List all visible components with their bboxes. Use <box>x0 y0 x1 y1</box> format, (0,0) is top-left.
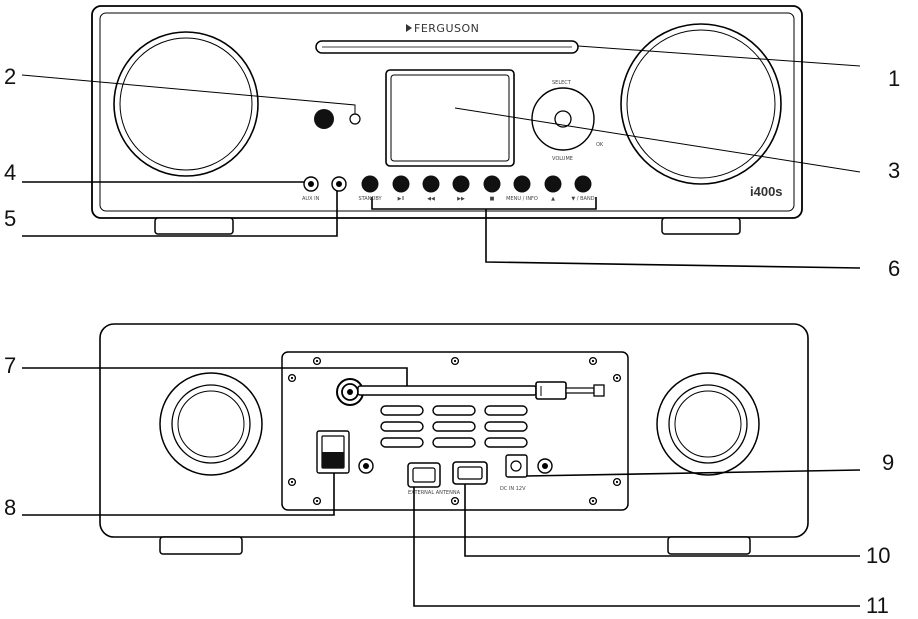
vent-slot <box>432 421 476 432</box>
back-foot-left <box>159 536 243 555</box>
callout-label-9: 9 <box>882 450 894 475</box>
model-label: i400s <box>750 184 783 199</box>
back-knob-right <box>537 458 553 474</box>
vent-slot <box>380 421 424 432</box>
screw <box>612 477 622 487</box>
vent-slot <box>432 405 476 416</box>
back-port-right <box>656 372 760 476</box>
control-button-label: ■ <box>490 196 495 202</box>
control-button-label: MENU / INFO <box>506 196 538 202</box>
front-foot-right <box>661 217 741 235</box>
control-buttons: STANDBY ▶II ◀◀ ▶▶ ■ MENU / INFO ▲ ▼ / BAND <box>358 175 595 202</box>
callout-label-7: 7 <box>4 353 16 378</box>
external-antenna-socket: EXTERNAL ANTENNA <box>407 462 461 496</box>
screw <box>287 477 297 487</box>
control-button-label: ▶II <box>398 196 405 202</box>
callout-numbers: 1 2 3 4 5 6 7 8 9 10 11 <box>4 64 900 618</box>
back-foot-right <box>667 536 751 555</box>
screw <box>312 496 322 506</box>
dc-in-label: DC IN 12V <box>500 486 526 492</box>
control-button-label: STANDBY <box>358 196 382 202</box>
back-view: EXTERNAL ANTENNA DC IN 12V <box>99 323 809 555</box>
screw <box>312 356 322 366</box>
callout-label-1: 1 <box>888 66 900 91</box>
control-button: ▼ / BAND <box>571 175 595 202</box>
vent-slot <box>432 437 476 448</box>
vent-slot <box>484 405 528 416</box>
knob-volume-label: VOLUME <box>552 156 573 162</box>
vent-slot <box>380 437 424 448</box>
control-button: ■ <box>483 175 501 202</box>
aux-in-jack: AUX IN <box>302 176 320 202</box>
front-foot-left <box>154 217 234 235</box>
volume-knob: SELECT VOLUME OK <box>531 80 604 162</box>
back-knob-small <box>358 458 374 474</box>
control-button-label: ▲ <box>551 196 555 202</box>
headphone-jack <box>331 176 347 192</box>
standby-led <box>349 113 361 125</box>
usb-port <box>452 461 488 485</box>
screw <box>287 373 297 383</box>
callout-label-2: 2 <box>4 64 16 89</box>
control-button: ▶▶ <box>452 175 470 202</box>
control-button-label: ◀◀ <box>427 196 435 202</box>
screw <box>450 496 460 506</box>
control-button: ◀◀ <box>422 175 440 202</box>
control-button-label: ▼ / BAND <box>571 196 594 202</box>
callout-label-8: 8 <box>4 495 16 520</box>
callout-label-5: 5 <box>4 206 16 231</box>
front-body-inner <box>99 12 795 212</box>
telescopic-antenna <box>336 378 605 406</box>
control-button: ▲ <box>544 175 562 202</box>
back-screws <box>287 356 622 506</box>
aux-label: AUX IN <box>302 196 320 202</box>
control-button: STANDBY <box>358 175 382 202</box>
callout-label-6: 6 <box>888 256 900 281</box>
control-button: ▶II <box>392 175 410 202</box>
ir-sensor <box>314 109 334 129</box>
back-port-left <box>159 372 263 476</box>
power-switch <box>316 430 350 474</box>
knob-select-label: SELECT <box>552 80 572 86</box>
control-button-label: ▶▶ <box>457 196 465 202</box>
vent-slot <box>484 437 528 448</box>
brand-text: FERGUSON <box>414 22 479 35</box>
front-speaker-right <box>620 23 782 185</box>
screw <box>588 496 598 506</box>
control-button: MENU / INFO <box>506 175 538 202</box>
display-screen <box>385 69 515 167</box>
callout-label-10: 10 <box>866 543 890 568</box>
vent-slot <box>380 405 424 416</box>
front-speaker-left <box>113 31 259 177</box>
vent-slot <box>484 421 528 432</box>
ok-label: OK <box>596 142 604 148</box>
ext-antenna-label: EXTERNAL ANTENNA <box>408 490 461 496</box>
callout-label-3: 3 <box>888 158 900 183</box>
ferguson-logo: FERGUSON <box>406 22 479 35</box>
dc-in-socket: DC IN 12V <box>500 454 528 492</box>
front-view: FERGUSON SELECT VOLUME OK AUX IN <box>91 5 803 235</box>
screw <box>588 356 598 366</box>
screw <box>450 356 460 366</box>
screw <box>612 373 622 383</box>
front-callout-lines <box>21 45 861 269</box>
callout-label-4: 4 <box>4 160 16 185</box>
back-callout-lines <box>22 367 861 607</box>
callout-label-11: 11 <box>866 593 889 618</box>
